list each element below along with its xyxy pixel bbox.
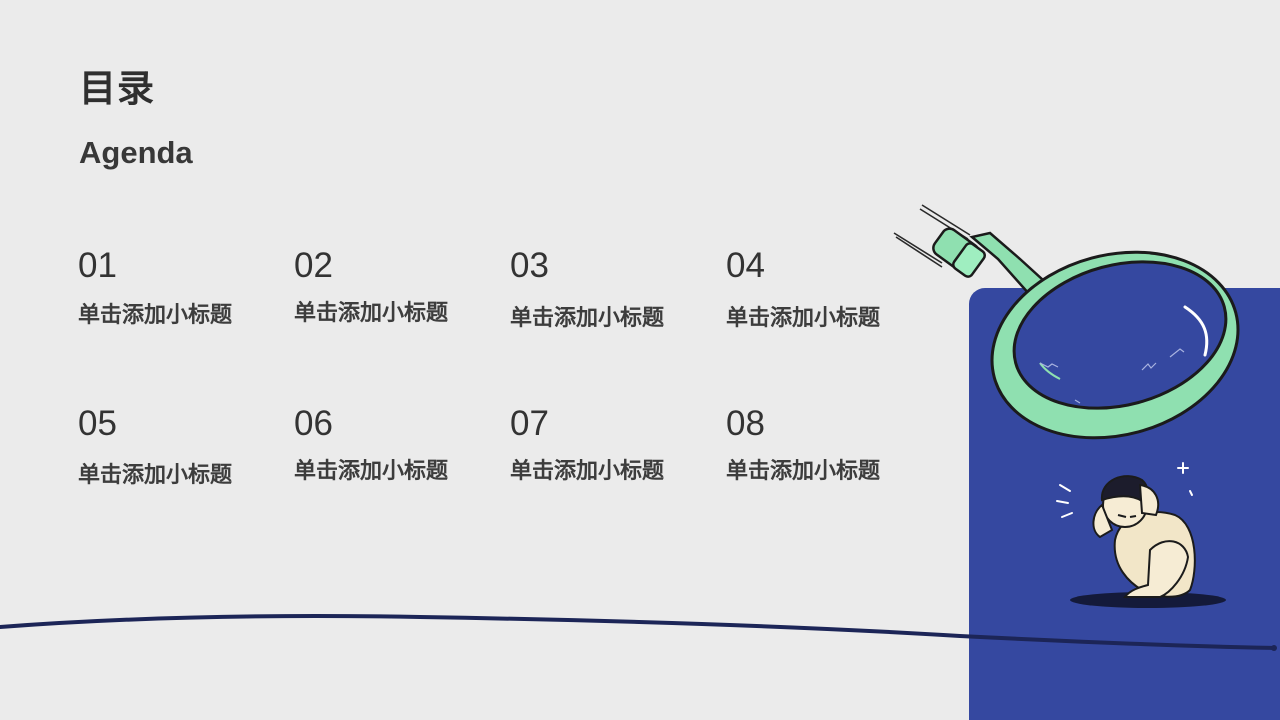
agenda-item-number: 07 <box>510 404 549 443</box>
shadow-icon <box>1070 592 1226 608</box>
agenda-item-number: 01 <box>78 246 117 285</box>
agenda-item-label[interactable]: 单击添加小标题 <box>78 302 233 327</box>
magnifier-lens-icon <box>990 250 1240 440</box>
agenda-item-label[interactable]: 单击添加小标题 <box>294 300 449 325</box>
agenda-item-number: 06 <box>294 404 333 443</box>
page-title: 目录 <box>79 68 155 109</box>
crouching-person-icon <box>1092 475 1196 598</box>
agenda-item-08[interactable]: 08 单击添加小标题 <box>726 406 926 485</box>
agenda-item-05[interactable]: 05 单击添加小标题 <box>78 406 278 489</box>
agenda-item-number: 05 <box>78 404 117 443</box>
agenda-item-label[interactable]: 单击添加小标题 <box>726 305 881 330</box>
agenda-item-label[interactable]: 单击添加小标题 <box>78 462 233 487</box>
agenda-item-number: 08 <box>726 404 765 443</box>
agenda-item-01[interactable]: 01 单击添加小标题 <box>78 248 278 329</box>
agenda-item-03[interactable]: 03 单击添加小标题 <box>510 248 710 332</box>
agenda-item-number: 04 <box>726 246 765 285</box>
agenda-item-04[interactable]: 04 单击添加小标题 <box>726 248 926 332</box>
agenda-item-07[interactable]: 07 单击添加小标题 <box>510 406 710 485</box>
page-subtitle: Agenda <box>79 135 193 170</box>
agenda-item-06[interactable]: 06 单击添加小标题 <box>294 406 494 485</box>
agenda-item-number: 02 <box>294 246 333 285</box>
magnifying-glass-over-anxious-person-illustration <box>893 204 1240 608</box>
agenda-item-label[interactable]: 单击添加小标题 <box>294 458 449 483</box>
agenda-item-label[interactable]: 单击添加小标题 <box>726 458 881 483</box>
agenda-item-label[interactable]: 单击添加小标题 <box>510 458 665 483</box>
anxiety-marks-icon <box>1056 462 1193 518</box>
wave-line-decoration <box>0 614 1277 651</box>
agenda-item-number: 03 <box>510 246 549 285</box>
agenda-item-02[interactable]: 02 单击添加小标题 <box>294 248 494 327</box>
agenda-item-label[interactable]: 单击添加小标题 <box>510 305 665 330</box>
